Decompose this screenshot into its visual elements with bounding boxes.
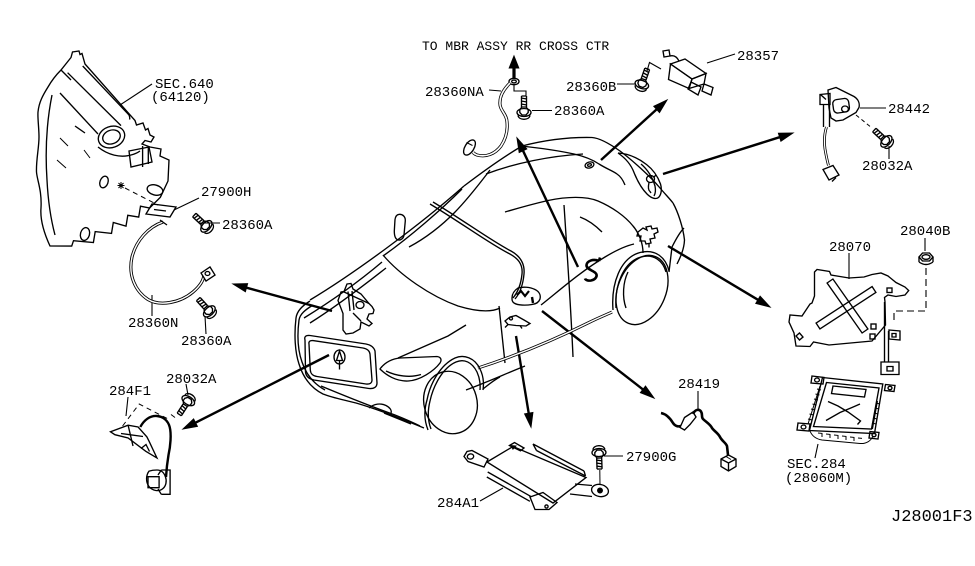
svg-text:28360N: 28360N: [128, 316, 178, 332]
svg-text:28360A: 28360A: [181, 334, 232, 350]
svg-text:J28001F3: J28001F3: [891, 508, 973, 527]
svg-text:27900H: 27900H: [201, 185, 251, 201]
svg-text:28442: 28442: [888, 102, 930, 118]
svg-text:(28060M): (28060M): [785, 471, 852, 487]
svg-text:28040B: 28040B: [900, 224, 950, 240]
svg-text:SEC.284: SEC.284: [787, 457, 846, 473]
svg-text:28070: 28070: [829, 240, 871, 256]
svg-text:28360A: 28360A: [222, 218, 273, 234]
svg-text:TO MBR ASSY RR CROSS CTR: TO MBR ASSY RR CROSS CTR: [422, 39, 609, 54]
svg-text:28360A: 28360A: [554, 104, 605, 120]
svg-text:28419: 28419: [678, 377, 720, 393]
svg-text:28360NA: 28360NA: [425, 85, 484, 101]
svg-text:28357: 28357: [737, 49, 779, 65]
svg-text:284F1: 284F1: [109, 384, 151, 400]
svg-text:284A1: 284A1: [437, 496, 479, 512]
svg-text:28032A: 28032A: [862, 159, 913, 175]
svg-text:28360B: 28360B: [566, 80, 616, 96]
svg-text:27900G: 27900G: [626, 450, 676, 466]
svg-text:(64120): (64120): [151, 90, 210, 106]
svg-text:SEC.640: SEC.640: [155, 77, 214, 93]
svg-text:28032A: 28032A: [166, 372, 217, 388]
